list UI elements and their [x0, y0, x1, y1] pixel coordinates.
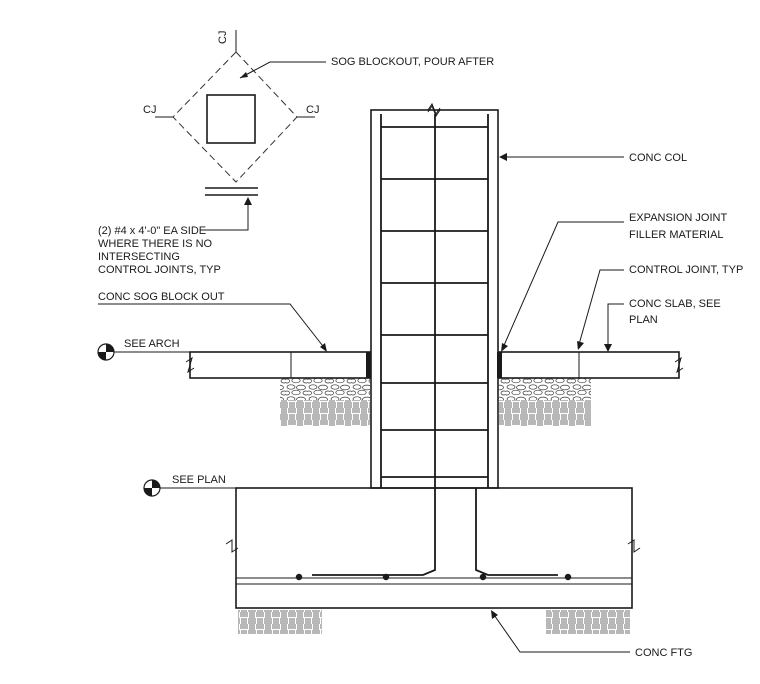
label-control-joint: CONTROL JOINT, TYP [629, 264, 743, 276]
expansion-joint-left [366, 352, 371, 378]
slab-right [498, 351, 684, 379]
blockout-plan-inset: CJ CJ CJ SOG BLOCKOUT, POUR AFTER (2) #4… [98, 30, 494, 276]
control-joint-diamond [172, 51, 298, 183]
arrowhead [501, 343, 508, 352]
slab-left-body [189, 351, 371, 379]
label-see-arch: SEE ARCH [124, 338, 180, 350]
earth-fill [280, 400, 370, 426]
rebar-dot [564, 573, 572, 581]
elevation-marker-see-plan: SEE PLAN [143, 474, 236, 497]
leader-conc-slab [607, 303, 624, 350]
arrowhead [244, 197, 252, 205]
label-sog-blockout-pour-after: SOG BLOCKOUT, POUR AFTER [331, 56, 494, 68]
label-rebar-note-2: WHERE THERE IS NO [98, 238, 213, 250]
label-rebar-note-3: INTERSECTING [98, 251, 180, 263]
cj-label-top: CJ [217, 31, 229, 44]
label-see-plan: SEE PLAN [172, 474, 226, 486]
blockout-square [206, 94, 256, 144]
leader-expansion-joint [501, 221, 624, 351]
gravel-fill [280, 378, 370, 400]
label-conc-col: CONC COL [629, 152, 687, 164]
rebar-dot [295, 573, 303, 581]
leader-control-joint [577, 269, 624, 349]
dowel-right [475, 488, 558, 576]
label-rebar-note-4: CONTROL JOINTS, TYP [98, 264, 221, 276]
leader-conc-ftg [491, 611, 630, 653]
label-expansion-joint-1: EXPANSION JOINT [629, 212, 727, 224]
arrowhead [499, 153, 507, 161]
arrowhead [491, 610, 498, 619]
arrowhead [320, 343, 327, 352]
label-expansion-joint-2: FILLER MATERIAL [629, 229, 724, 241]
cj-label-left: CJ [143, 104, 156, 116]
subgrade-left [280, 378, 370, 426]
leader-sog-block-out [98, 303, 327, 351]
label-conc-sog-block-out: CONC SOG BLOCK OUT [98, 291, 225, 303]
leader-rebar-note [200, 198, 249, 231]
break-mark-right [627, 539, 641, 553]
earth-under-footing-right [546, 610, 630, 634]
label-conc-slab-1: CONC SLAB, SEE [629, 298, 721, 310]
arrowhead [577, 341, 584, 350]
slab-right-body [498, 351, 680, 379]
elevation-marker-see-arch: SEE ARCH [97, 338, 190, 361]
slab-left [185, 351, 371, 379]
label-conc-slab-2: PLAN [629, 314, 658, 326]
break-mark [185, 356, 195, 374]
column-break [427, 102, 441, 116]
arrowhead [604, 344, 612, 352]
column-break-mark [427, 104, 441, 118]
cj-label-right: CJ [306, 104, 319, 116]
earth-under-footing-left [238, 610, 322, 634]
label-conc-ftg: CONC FTG [635, 647, 692, 659]
subgrade-right [499, 378, 591, 426]
break-mark-left [225, 539, 239, 553]
concrete-footing [225, 487, 641, 609]
earth-fill [499, 400, 591, 426]
footing-body [235, 487, 633, 609]
expansion-joint-right [497, 352, 502, 378]
rebar-dot [479, 573, 487, 581]
break-mark [674, 356, 684, 374]
gravel-fill [499, 378, 591, 400]
arrowhead [240, 72, 248, 78]
dowel-left [312, 114, 436, 576]
label-rebar-note-1: (2) #4 x 4'-0" EA SIDE [98, 225, 206, 237]
leader-sog-blockout [239, 61, 326, 79]
